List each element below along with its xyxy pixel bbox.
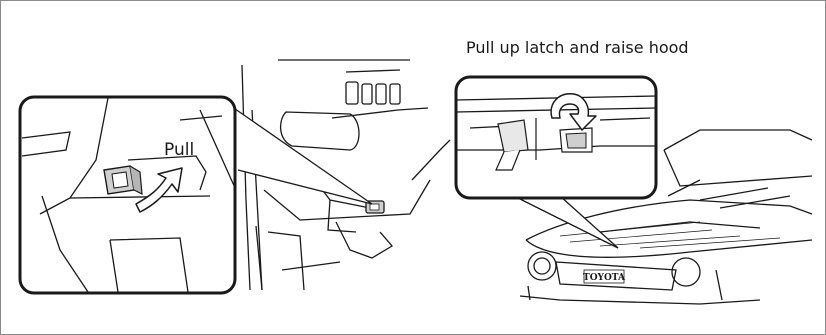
latch-inset xyxy=(456,77,656,198)
callout-wedge-right xyxy=(514,196,618,248)
grille-emblem-text: TOYOTA xyxy=(583,273,626,283)
pull-inset xyxy=(20,97,236,293)
latch-handle xyxy=(104,166,142,194)
grille-emblem: TOYOTA xyxy=(583,270,626,283)
latch-instruction-label: Pull up latch and raise hood xyxy=(466,38,689,57)
callout-wedge-left xyxy=(228,104,372,204)
pull-label: Pull xyxy=(164,140,194,160)
